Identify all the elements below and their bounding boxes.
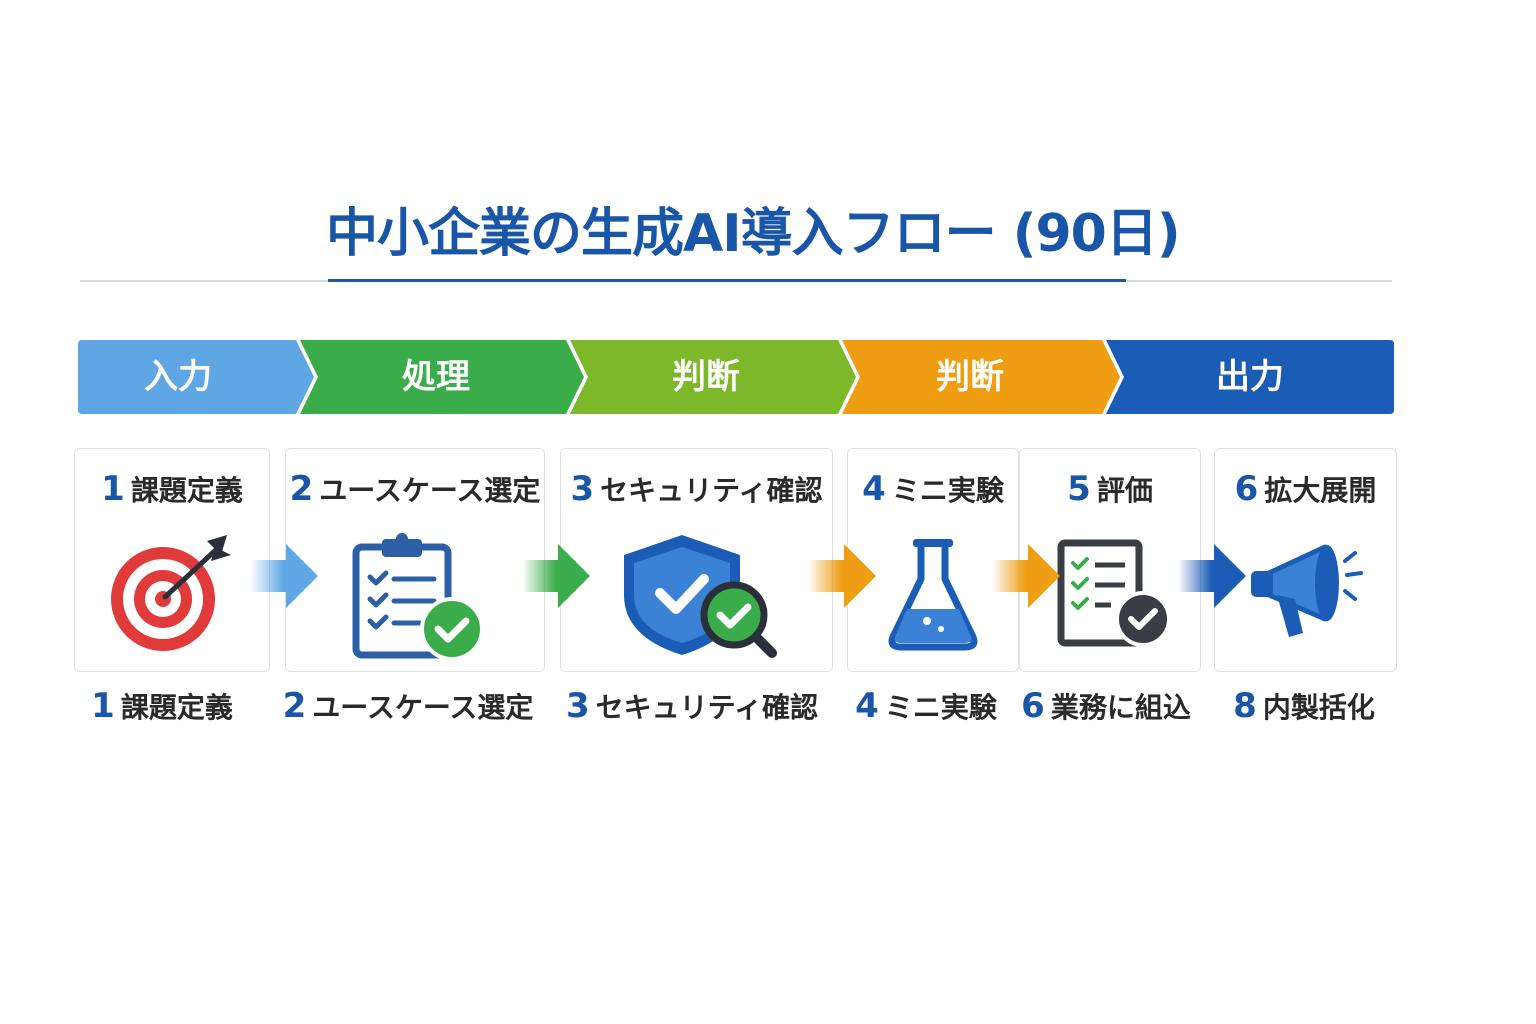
checklist-icon [1045,533,1175,657]
phase-chevron-judge-2 [842,340,1120,414]
phase-label-judge-1: 判断 [672,357,740,397]
page-title: 中小企業の生成AI導入フロー (90日) [326,204,1181,264]
flow-arrow-3 [808,544,876,608]
shield-check-icon [612,533,782,663]
flow-arrow-5 [1178,544,1246,608]
phase-chevron-output [1106,340,1394,414]
phase-label-process: 処理 [402,357,470,397]
flow-arrow-1 [250,544,318,608]
phase-chevron-judge-1 [570,340,856,414]
flask-icon [883,533,983,657]
target-icon [107,533,237,657]
megaphone-icon [1241,533,1371,657]
phase-label-judge-2: 判断 [936,357,1004,397]
flow-arrow-2 [522,544,590,608]
clipboard-check-icon [340,533,490,667]
phase-label-input: 入力 [144,357,212,397]
flow-arrow-4 [992,544,1060,608]
phase-chevron-input [78,340,314,414]
title-underline [328,279,1126,282]
phase-label-output: 出力 [1216,357,1284,397]
phase-chevron-process [300,340,584,414]
phase-bar: 入力 処理 判断 判断 出力 [78,340,1394,414]
